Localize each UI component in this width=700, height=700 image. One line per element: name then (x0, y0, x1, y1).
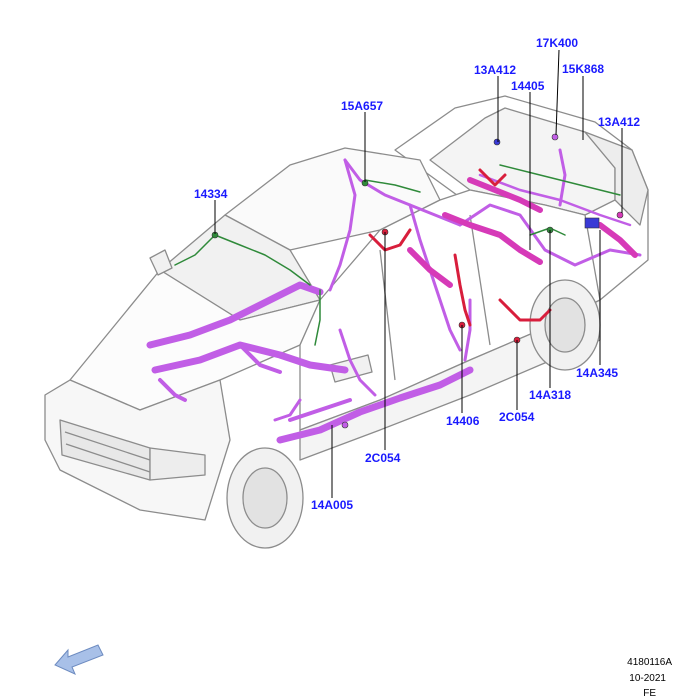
callout-14405: 14405 (511, 79, 545, 93)
callout-13A412-top: 13A412 (474, 63, 517, 77)
callout-14A345: 14A345 (576, 366, 619, 380)
pickup-truck-body (44, 95, 649, 549)
front-direction-arrow-icon (54, 644, 104, 675)
main-wiring-harness (146, 148, 642, 444)
callout-2C054-left: 2C054 (365, 451, 401, 465)
callout-14A005: 14A005 (311, 498, 354, 512)
diagram-code: FE (643, 688, 656, 699)
callout-13A412-right: 13A412 (598, 115, 641, 129)
callout-14334: 14334 (194, 187, 228, 201)
callout-14406: 14406 (446, 414, 480, 428)
diagram-date: 10-2021 (629, 673, 666, 684)
callout-15A657: 15A657 (341, 99, 384, 113)
harness-connectors (211, 133, 624, 429)
callout-leader-lines (214, 49, 623, 498)
callout-15K868: 15K868 (562, 62, 605, 76)
callout-14A318: 14A318 (529, 388, 572, 402)
diagram-reference-number: 4180116A (627, 657, 672, 668)
callout-17K400: 17K400 (536, 36, 579, 50)
body-harness-red (368, 168, 552, 327)
callout-2C054-right: 2C054 (499, 410, 535, 424)
blue-module-connector (584, 217, 600, 229)
